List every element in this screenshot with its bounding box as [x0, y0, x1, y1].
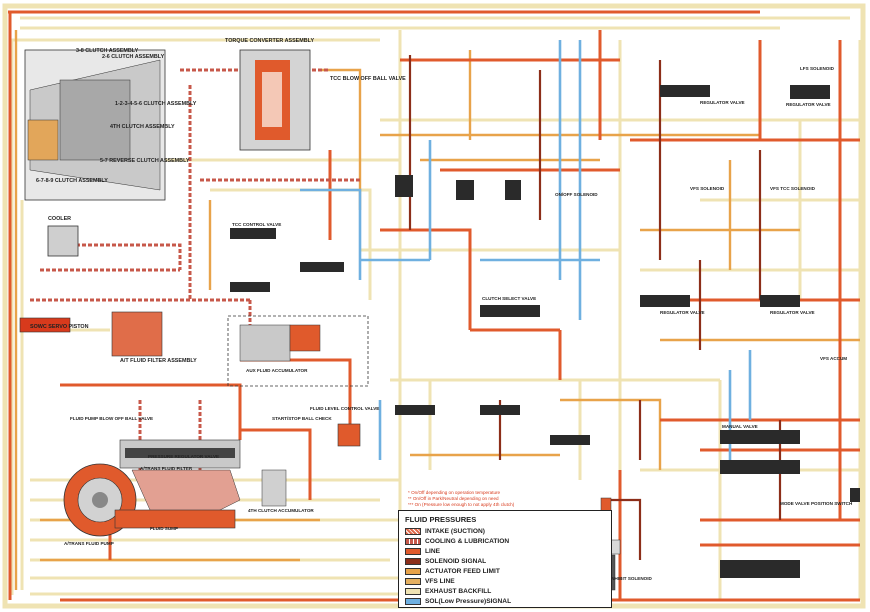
- clutch-pack-illustration: [24, 49, 166, 201]
- regulator-valve-1: [660, 85, 710, 97]
- label-mode-switch: MODE VALVE POSITION SWITCH: [780, 501, 853, 506]
- legend-row-line: LINE: [405, 547, 440, 555]
- footnote-3: *** On (Pressure low enough to not apply…: [408, 502, 515, 508]
- mode-switch-connector: [850, 488, 860, 502]
- label-trans-pump: A/TRANS FLUID PUMP: [64, 541, 114, 546]
- label-clutch-6789: 6-7-8-9 CLUTCH ASSEMBLY: [36, 178, 108, 184]
- label-clutch-4th: 4TH CLUTCH ASSEMBLY: [110, 124, 175, 130]
- manual-valve-lower: [720, 460, 800, 474]
- legend-swatch-exhaust: [405, 587, 421, 595]
- label-clutch-57rev: 5-7 REVERSE CLUTCH ASSEMBLY: [100, 158, 190, 164]
- label-clutch-select-valve: CLUTCH SELECT VALVE: [482, 296, 536, 301]
- label-clutch-26: 2-6 CLUTCH ASSEMBLY: [102, 54, 165, 60]
- shift-valve-1: [395, 405, 435, 415]
- label-vfs-solenoid: VFS SOLENOID: [690, 186, 725, 191]
- label-park-sol: PARK INHIBIT SOLENOID: [596, 576, 652, 581]
- label-vfs-accum: VFS ACCUM: [820, 356, 847, 361]
- label-lfs-solenoid: LFS SOLENOID: [800, 66, 835, 71]
- park-valve-body: [720, 560, 800, 578]
- label-tcc-blowoff: TCC BLOW OFF BALL VALVE: [330, 76, 406, 82]
- valve-stack-2: [300, 262, 344, 272]
- aux-accumulator-box: [227, 315, 369, 387]
- regulator-valve-2: [790, 85, 830, 99]
- legend-row-solenoid: SOLENOID SIGNAL: [405, 557, 486, 565]
- legend-row-actuator: ACTUATOR FEED LIMIT: [405, 567, 500, 575]
- label-clutch-accum-4th: 4TH CLUTCH ACCUMULATOR: [248, 508, 314, 513]
- sump-icon: [114, 509, 236, 529]
- fluid-pressure-legend: FLUID PRESSURES INTAKE (SUCTION) COOLING…: [398, 510, 612, 608]
- legend-title: FLUID PRESSURES: [405, 515, 477, 524]
- label-regulator-valve-1: REGULATOR VALVE: [700, 100, 745, 105]
- label-regulator-valve-2: REGULATOR VALVE: [786, 102, 831, 107]
- legend-row-exhaust: EXHAUST BACKFILL: [405, 587, 491, 595]
- valve-stack-3: [230, 282, 270, 292]
- label-regulator-valve-4: REGULATOR VALVE: [770, 310, 815, 315]
- label-start-stop: START/STOP BALL CHECK: [272, 416, 332, 421]
- servo-piston-icon: [19, 317, 71, 333]
- label-cooler: COOLER: [48, 216, 71, 222]
- cooler-icon: [47, 225, 79, 257]
- regulator-valve-3: [640, 295, 690, 307]
- label-pressure-regulator: PRESSURE REGULATOR VALVE: [148, 454, 219, 459]
- tcc-control-valve: [230, 228, 276, 239]
- legend-swatch-cooling: [405, 537, 421, 545]
- legend-swatch-vfs: [405, 577, 421, 585]
- label-manual-valve: MANUAL VALVE: [722, 424, 758, 429]
- label-on-off-solenoid: ON/OFF SOLENOID: [555, 192, 598, 197]
- legend-swatch-solenoid: [405, 557, 421, 565]
- footnote-1: * On/Off depending on operation temperat…: [408, 490, 501, 495]
- solenoid-right: [505, 180, 521, 200]
- label-pump-blowoff: FLUID PUMP BLOW OFF BALL VALVE: [70, 416, 153, 421]
- solenoid-left: [395, 175, 413, 197]
- label-regulator-valve-3: REGULATOR VALVE: [660, 310, 705, 315]
- regulator-valve-4: [760, 295, 800, 307]
- label-sump: FLUID SUMP: [150, 526, 178, 531]
- solenoid-center: [456, 180, 474, 200]
- legend-row-cooling: COOLING & LUBRICATION: [405, 537, 509, 545]
- manual-valve-upper: [720, 430, 800, 444]
- label-torque-converter: TORQUE CONVERTER ASSEMBLY: [225, 38, 314, 44]
- legend-swatch-intake: [405, 527, 421, 535]
- legend-swatch-sol-low: [405, 597, 421, 605]
- filter-assembly-icon: [111, 311, 163, 357]
- label-tcc-control-valve: TCC CONTROL VALVE: [232, 222, 281, 227]
- label-level-control: FLUID LEVEL CONTROL VALVE: [310, 406, 379, 411]
- clutch-select-valve: [480, 305, 540, 317]
- label-trans-filter: A/TRANS FLUID FILTER: [140, 466, 193, 471]
- footnotes: * On/Off depending on operation temperat…: [408, 490, 608, 509]
- legend-swatch-actuator: [405, 567, 421, 575]
- label-filter-assembly: A/T FLUID FILTER ASSEMBLY: [120, 358, 197, 364]
- label-clutch-38: 3-8 CLUTCH ASSEMBLY: [76, 48, 139, 54]
- legend-swatch-line: [405, 547, 421, 555]
- actuator-feed-passages: [14, 30, 860, 590]
- label-aux-accum: AUX FLUID ACCUMULATOR: [246, 368, 308, 373]
- label-servo-piston: SOWC SERVO PISTON: [30, 324, 89, 330]
- legend-row-vfs: VFS LINE: [405, 577, 455, 585]
- label-clutch-123456: 1-2-3-4-5-6 CLUTCH ASSEMBLY: [115, 101, 197, 107]
- clutch-accum-icon: [261, 469, 287, 507]
- low-pressure-signal-passages: [300, 40, 752, 470]
- footnote-2: ** On/Off in Park/Neutral depending on n…: [408, 496, 499, 502]
- aux-accumulator-icon: [239, 324, 291, 362]
- label-tcc-solenoid: VFS TCC SOLENOID: [770, 186, 816, 191]
- level-control-icon: [337, 423, 361, 447]
- line-pressure-passages: [8, 10, 860, 602]
- shift-valve-3: [550, 435, 590, 445]
- torque-converter-illustration: [239, 49, 311, 151]
- legend-row-sol-low: SOL(Low Pressure)SIGNAL: [405, 597, 511, 605]
- shift-valve-2: [480, 405, 520, 415]
- legend-row-intake: INTAKE (SUCTION): [405, 527, 485, 535]
